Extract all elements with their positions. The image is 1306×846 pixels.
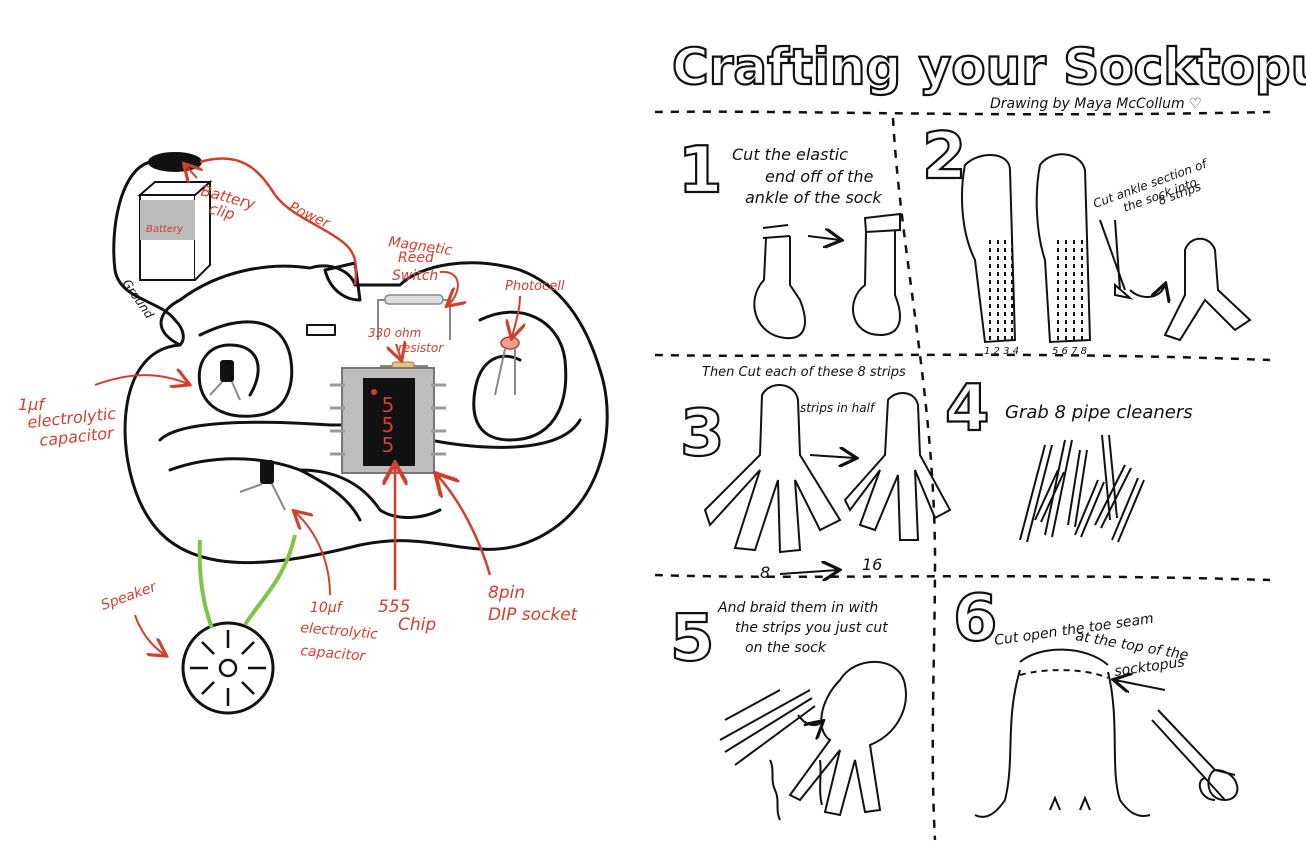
strip-count-left: 1 2 3 4 [984, 346, 1019, 357]
step-1: 1 Cut the elastic end off of the ankle o… [677, 133, 901, 340]
power-label: Power [286, 199, 333, 232]
circuit-body-outline [123, 261, 609, 565]
reed-switch [384, 294, 444, 305]
step-4: 4 Grab 8 pipe cleaners [944, 371, 1193, 543]
chip-digit: 5 [382, 413, 395, 437]
step-text: Grab 8 pipe cleaners [1005, 402, 1193, 423]
sock-strips-drawing [961, 153, 1252, 344]
socktopus-guide: Crafting your Socktopus Drawing by Maya … [654, 37, 1306, 841]
step-3: Then Cut each of these 8 strips 3 strips… [679, 365, 952, 582]
battery-label: Battery [146, 224, 184, 235]
socktopus-strips-drawing [703, 384, 952, 554]
chip-digit: 5 [382, 393, 395, 417]
sock-drawing [753, 212, 901, 340]
count-from: 8 [760, 563, 770, 582]
step-text: ankle of the sock [745, 188, 882, 207]
strip-count-right: 5 6 7 8 [1052, 346, 1087, 357]
dip-socket-label: 8pin [488, 583, 525, 603]
circuit-labels: Battery Battery clip Power Ground Magnet… [18, 165, 579, 665]
toe-seam-drawing [974, 648, 1239, 818]
step-number: 5 [670, 602, 715, 676]
step-text: on the sock [745, 640, 827, 656]
power-wire [199, 157, 358, 286]
dip-socket-label: DIP socket [488, 605, 579, 625]
capacitor-10uf-label: electrolytic [300, 620, 379, 643]
guide-title: Crafting your Socktopus [672, 38, 1306, 96]
circuit-lower-loop [158, 418, 582, 522]
count-to: 16 [862, 555, 882, 574]
chip-label: Chip [398, 615, 436, 635]
circuit-diagram [123, 261, 609, 565]
capacitor-10uf-label: 10µf [310, 600, 344, 616]
circuit-right-loop [472, 310, 568, 442]
reed-switch-label: Switch [392, 268, 438, 284]
step-6: 6 Cut open the toe seam at the top of th… [952, 581, 1239, 818]
ground-wire [112, 160, 185, 347]
photocell-label: Photocell [505, 279, 565, 294]
battery-assembly [112, 152, 358, 347]
chip-digit: 5 [382, 433, 395, 457]
chip-label: 555 [378, 597, 410, 617]
step-text: And braid them in with [717, 600, 878, 616]
step-text: Then Cut each of these 8 strips [702, 365, 906, 380]
capacitor-1uf [220, 360, 234, 382]
step-number: 6 [953, 582, 998, 656]
step-2: 2 Cut ankle section of the sock into 8 s… [921, 119, 1252, 357]
resistor-label: 330 ohm [368, 326, 421, 340]
step-text: strips in half [800, 401, 876, 415]
capacitor-1uf-label: 1µf [18, 395, 46, 414]
circuit-left-loop [197, 320, 294, 418]
step-text: the strips you just cut [735, 620, 888, 636]
components: 5 5 5 [181, 294, 520, 715]
reed-switch-label: Reed [398, 250, 434, 266]
speaker [181, 621, 275, 715]
pipe-cleaners-drawing [1019, 434, 1145, 543]
switch-slot [306, 324, 336, 336]
speaker-label: Speaker [99, 579, 160, 614]
step-5: 5 And braid them in with the strips you … [669, 600, 907, 821]
resistor-label: resistor [398, 341, 444, 355]
circuit-top-flap [323, 261, 362, 302]
ground-label: Ground [120, 277, 157, 322]
battery-clip [148, 152, 202, 172]
capacitor-10uf [260, 460, 274, 484]
capacitor-10uf-label: capacitor [300, 643, 368, 665]
step-text: socktopus [1113, 654, 1185, 680]
step-text: Cut the elastic [732, 145, 848, 164]
step-number: 2 [922, 120, 967, 194]
step-number: 1 [678, 134, 723, 208]
speaker-wire [197, 534, 297, 629]
photocell [500, 336, 520, 350]
step-number: 3 [680, 397, 725, 471]
braided-socktopus-drawing [719, 660, 907, 821]
step-text: end off of the [765, 167, 874, 186]
step-number: 4 [945, 372, 990, 446]
guide-credit: Drawing by Maya McCollum ♡ [990, 96, 1202, 112]
